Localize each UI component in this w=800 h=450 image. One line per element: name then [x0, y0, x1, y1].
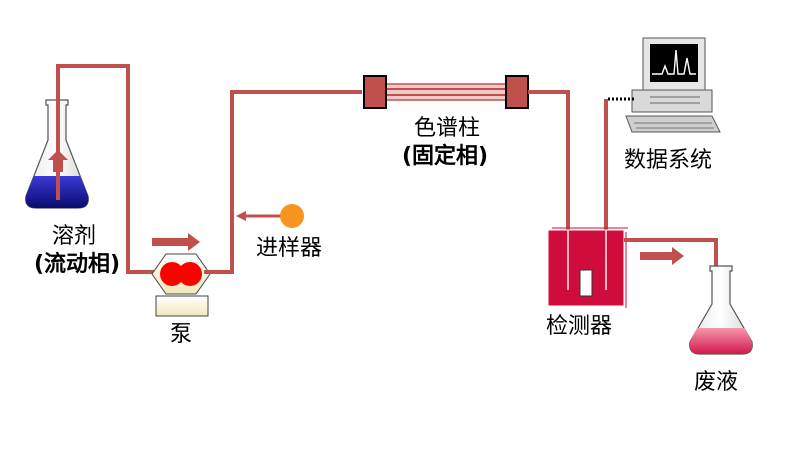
solvent-label: 溶剂 — [52, 224, 97, 249]
detector-label: 检测器 — [546, 314, 613, 339]
tube-column-to-detector — [528, 90, 570, 262]
stationary-phase-label: (固定相) — [402, 144, 489, 169]
column-cap-left — [363, 75, 387, 109]
mobile-phase-label: (流动相) — [34, 252, 121, 277]
pump-base — [155, 295, 209, 317]
pump — [151, 253, 211, 317]
pump-rotor-right — [178, 262, 202, 286]
waste-liquid — [689, 328, 753, 354]
column-cap-right — [505, 75, 529, 109]
solvent-up-arrow — [48, 150, 68, 172]
keyboard — [625, 115, 721, 133]
injector-label: 进样器 — [256, 236, 323, 261]
column-label: 色谱柱 — [414, 116, 481, 141]
waste-label: 废液 — [694, 370, 739, 395]
pump-rotor-left — [160, 262, 184, 286]
injector-ball — [280, 204, 304, 228]
chromatogram-trace — [652, 49, 696, 75]
tube-pump-to-column — [204, 90, 362, 274]
flow-arrow-to-pump — [152, 233, 200, 251]
monitor-screen — [650, 44, 698, 82]
tube-solvent-to-pump — [56, 64, 160, 274]
computer — [608, 37, 721, 133]
injector — [236, 204, 304, 228]
pump-label: 泵 — [170, 322, 193, 347]
flow-arrow-to-waste — [640, 247, 684, 265]
data-system-label: 数据系统 — [624, 148, 713, 173]
waste-flask — [689, 265, 753, 355]
pc-case — [631, 89, 713, 113]
detector-box — [547, 227, 628, 308]
chromatography-column — [363, 75, 529, 109]
injector-arrow — [236, 211, 246, 221]
detector-window — [579, 269, 593, 297]
